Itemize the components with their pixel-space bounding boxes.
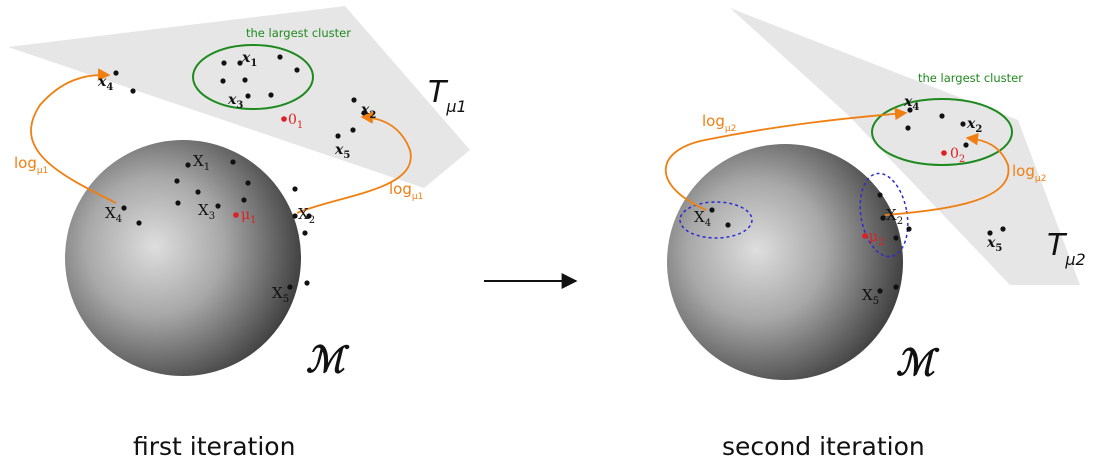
mu-point <box>233 212 239 218</box>
label-mu: μ2 <box>869 229 884 248</box>
plane-points <box>905 107 1006 236</box>
tangent-plane <box>730 8 1080 285</box>
label-origin: 02 <box>950 146 965 165</box>
label-x1: x1 <box>241 50 257 69</box>
origin-point <box>941 150 947 156</box>
largest-cluster-ellipse <box>192 44 314 110</box>
label-X2: X2 <box>886 206 903 227</box>
tangent-space-label: Tμ2 <box>1047 228 1086 269</box>
label-x3: x3 <box>227 92 243 111</box>
caption-first-iteration: first iteration <box>133 432 295 461</box>
tangent-plane <box>8 6 470 188</box>
log-arrow-right <box>296 111 412 214</box>
log-label-left: logμ1 <box>14 154 48 176</box>
origin-point <box>281 116 287 122</box>
log-label-left: logμ2 <box>702 112 736 134</box>
dashed-group-mid <box>859 172 909 258</box>
label-x5: x5 <box>334 142 350 161</box>
log-arrow-right <box>884 132 1010 216</box>
label-x4: x4 <box>903 94 919 113</box>
label-X1: X1 <box>193 152 210 173</box>
manifold-points <box>121 159 312 290</box>
manifold-label: ℳ <box>306 339 350 381</box>
manifold-sphere <box>65 140 301 376</box>
panel-first-iteration: the largest cluster logμ1 <box>8 6 470 381</box>
label-X5: X5 <box>272 284 289 305</box>
label-X2: X2 <box>298 205 315 226</box>
panel-second-iteration: the largest cluster logμ2 logμ2 x4 x2 <box>664 8 1086 384</box>
label-mu: μ1 <box>241 207 256 226</box>
log-arrow-left <box>30 68 117 204</box>
label-origin: 01 <box>288 112 303 131</box>
label-X4: X4 <box>105 204 122 225</box>
cluster-label: the largest cluster <box>246 26 351 40</box>
manifold-points <box>709 192 912 294</box>
label-x4: x4 <box>97 74 113 93</box>
label-X4: X4 <box>694 208 711 229</box>
label-X3: X3 <box>198 201 215 222</box>
cluster-label: the largest cluster <box>918 71 1023 85</box>
label-x2: x2 <box>966 116 982 135</box>
log-arrow-left <box>664 107 908 211</box>
label-X5: X5 <box>862 286 879 307</box>
largest-cluster-ellipse <box>871 98 1013 166</box>
mu-point <box>862 233 868 239</box>
log-label-right: logμ1 <box>389 180 423 202</box>
label-x5: x5 <box>986 235 1002 254</box>
tangent-space-label: Tμ1 <box>428 75 467 116</box>
log-label-right: logμ2 <box>1012 162 1046 184</box>
manifold-label: ℳ <box>896 342 940 384</box>
dashed-group-left <box>679 201 753 239</box>
caption-second-iteration: second iteration <box>722 432 925 461</box>
label-x2: x2 <box>360 102 376 121</box>
